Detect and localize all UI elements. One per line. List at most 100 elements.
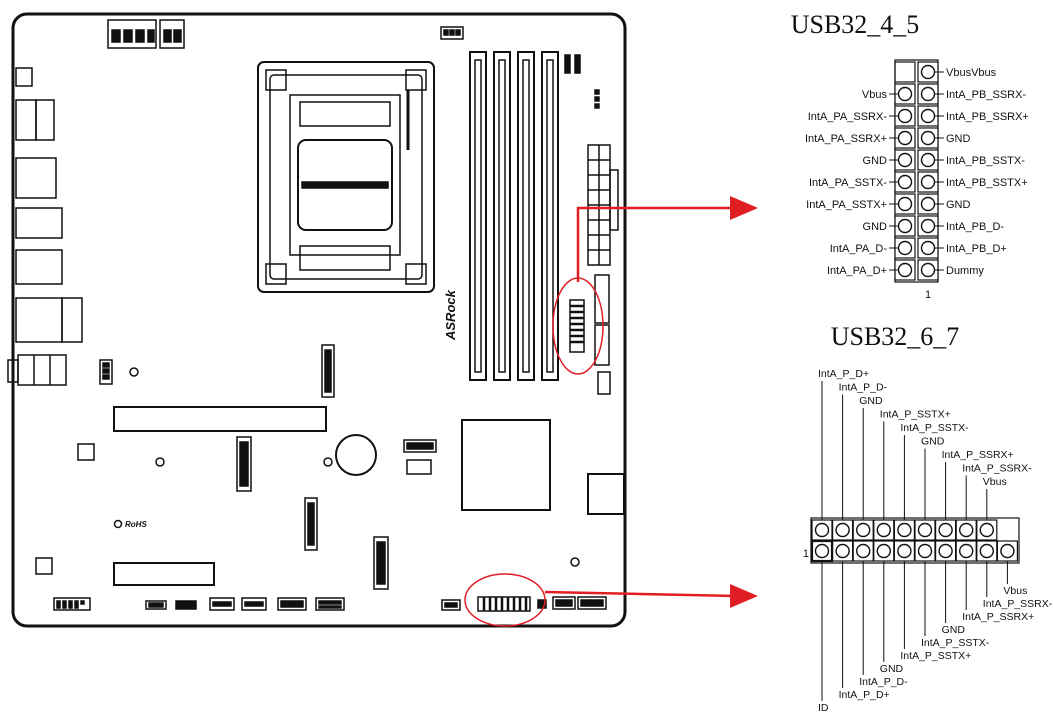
usb32-6-7-pin-bottom (917, 543, 933, 559)
usb32-6-7-pin-bottom (979, 543, 994, 559)
usb32-6-7-pin-top (876, 522, 891, 538)
usb32-4-5-left-label: IntA_PA_D- (830, 243, 888, 255)
usb32-4-5-right-label: IntA_PB_SSTX+ (946, 177, 1028, 189)
bottom-headers (53, 596, 607, 611)
usb32-6-7-bottom-label: ID (818, 702, 829, 714)
usb32-4-5-header-outline (894, 59, 939, 283)
usb32-4-5-pin1-label: 1 (925, 289, 931, 301)
usb32-6-7-pin-bottom (835, 543, 850, 559)
usb32-4-5-left-label: IntA_PA_SSTX- (809, 177, 887, 189)
usb32-6-7-pin-top (835, 522, 850, 538)
usb32-6-7-bottom-label: IntA_P_SSRX+ (962, 611, 1034, 623)
atx-power-connector (587, 144, 619, 266)
usb32-4-5-pin-left (897, 86, 913, 102)
usb32-4-5-left-label: GND (863, 221, 888, 233)
usb32-6-7-top-label: IntA_P_SSRX- (962, 463, 1032, 475)
usb32-4-5-pin-right (920, 196, 936, 212)
usb32-6-7-top-label: IntA_P_SSTX- (900, 422, 969, 434)
usb32-4-5-right-label: GND (946, 199, 971, 211)
usb32-4-5-left-label: GND (863, 155, 888, 167)
callout-arrow-usb32-6-7 (730, 584, 758, 608)
usb32-6-7-pin-bottom (856, 543, 871, 559)
usb32-6-7-title: USB32_6_7 (831, 322, 960, 351)
memory-slots (469, 51, 559, 381)
usb32-6-7-top-label: Vbus (983, 476, 1007, 488)
usb32-4-5-pin-right (920, 218, 936, 234)
callout-line-usb32-6-7 (544, 590, 737, 598)
usb32-4-5-right-label: Dummy (946, 265, 984, 277)
usb32-6-7-top-label: IntA_P_SSTX+ (880, 409, 951, 421)
usb32-6-7-header-on-board (477, 596, 531, 612)
usb32-6-7-pin-top (938, 522, 953, 538)
usb32-4-5-header-on-board (569, 299, 585, 353)
callout-line-usb32-4-5 (576, 206, 736, 282)
usb32-6-7-bottom-label: GND (880, 663, 904, 675)
usb32-6-7-bottom-label: IntA_P_SSRX- (983, 598, 1053, 610)
usb32-4-5-left-label: IntA_PA_SSRX- (808, 111, 888, 123)
usb32-4-5-pin-left (897, 218, 913, 234)
usb32-4-5-pin-left (897, 262, 913, 278)
usb32-6-7-pin-top (959, 522, 974, 538)
usb32-6-7-bottom-label: IntA_P_SSTX- (921, 637, 990, 649)
usb32-6-7-pin-labels: IntA_P_D+IntA_P_D-GNDIntA_P_SSTX+IntA_P_… (818, 368, 1053, 714)
board-components (35, 359, 625, 575)
usb32-4-5-title: USB32_4_5 (791, 10, 920, 39)
usb32-6-7-bottom-label: IntA_P_D- (859, 676, 908, 688)
callout-arrow-usb32-4-5 (730, 196, 758, 220)
usb32-6-7-pin-top (979, 522, 994, 538)
usb32-6-7-pin-bottom (897, 543, 912, 559)
usb32-4-5-pin-left (897, 152, 913, 168)
usb32-4-5-right-label: IntA_PB_D+ (946, 243, 1007, 255)
expansion-slots (113, 344, 389, 590)
usb32-4-5-pin-right (920, 130, 936, 146)
usb32-6-7-pin1-marker (810, 539, 834, 563)
usb32-4-5-pin-right (920, 64, 936, 80)
usb32-4-5-pin-right (920, 86, 936, 102)
usb32-4-5-pin-grid (894, 59, 939, 283)
small-headers-right (564, 54, 611, 395)
usb32-4-5-right-label: VbusVbus (946, 67, 997, 79)
usb32-6-7-top-label: GND (921, 436, 945, 448)
motherboard: ASRock (7, 12, 627, 628)
usb32-6-7-pin-bottom (876, 543, 891, 559)
board-outline (11, 12, 627, 628)
usb32-6-7-pin-bottom (959, 543, 974, 559)
usb32-4-5-left-label: IntA_PA_D+ (827, 265, 887, 277)
usb32-6-7-pin-bottom (1000, 543, 1015, 559)
usb32-4-5-pin-left (897, 108, 913, 124)
cpu-socket (257, 61, 435, 293)
usb32-4-5-pin-left (897, 174, 913, 190)
usb32-6-7-pin1-label: 1 (803, 548, 809, 560)
usb32-6-7-leader-lines (821, 381, 1008, 701)
usb32-6-7-pin-top (897, 522, 912, 538)
usb32-4-5-pin-right (920, 262, 936, 278)
usb32-6-7-top-label: IntA_P_SSRX+ (942, 449, 1014, 461)
usb32-6-7-top-label: GND (859, 395, 883, 407)
board-brand-logo: ASRock (443, 289, 458, 341)
usb32-6-7-top-label: IntA_P_D- (839, 382, 888, 394)
usb32-4-5-left-label: IntA_PA_SSTX+ (806, 199, 887, 211)
usb32-4-5-key-cell (894, 61, 916, 83)
usb32-4-5-pin-left (897, 240, 913, 256)
callout-circle-usb32-6-7 (464, 573, 546, 627)
usb32-4-5-pin-left (897, 196, 913, 212)
usb32-4-5-pin-left (897, 130, 913, 146)
usb32-6-7-pin-top (856, 522, 871, 538)
usb32-6-7-pin-top (917, 522, 933, 538)
callouts (464, 196, 758, 627)
usb32-4-5-right-label: IntA_PB_D- (946, 221, 1004, 233)
usb32-4-5-right-label: IntA_PB_SSRX+ (946, 111, 1029, 123)
usb32-6-7-pin-bottom (938, 543, 953, 559)
rear-io-panel (7, 67, 83, 386)
usb32-6-7-top-label: IntA_P_D+ (818, 368, 869, 380)
usb32-6-7-pin-grid (810, 517, 1020, 564)
usb32-6-7-bottom-label: IntA_P_D+ (839, 689, 890, 701)
usb32-4-5-left-label: IntA_PA_SSRX+ (805, 133, 887, 145)
usb32-4-5-pin-right (920, 152, 936, 168)
usb32-6-7-pin-top (814, 522, 830, 538)
usb32-4-5-pin-right (920, 108, 936, 124)
usb32-4-5-right-label: IntA_PB_SSRX- (946, 89, 1026, 101)
